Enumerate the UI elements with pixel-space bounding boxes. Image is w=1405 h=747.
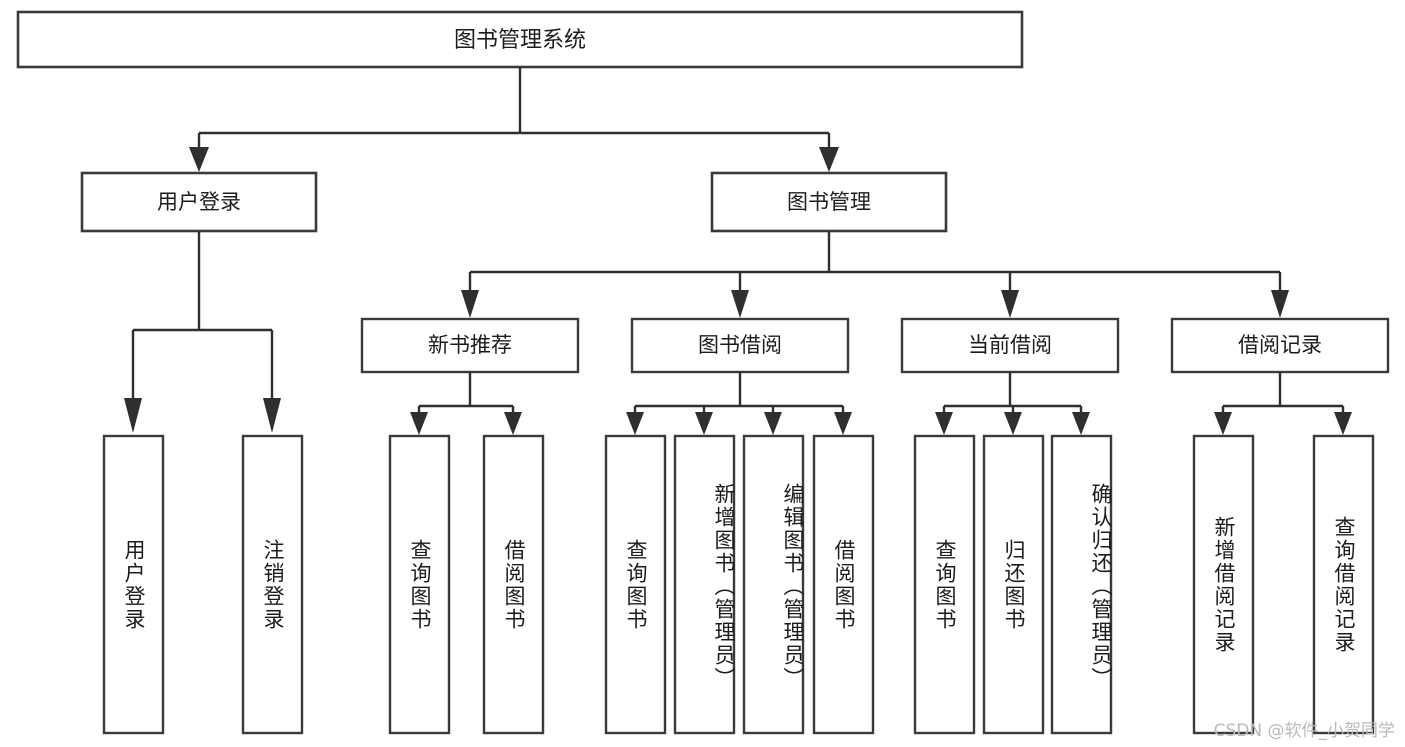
leaf-box-bb-edit-book[interactable] (742, 434, 805, 735)
arrow-nb-leaf-1 (410, 412, 428, 435)
connector-current-borrow-to-leaves (935, 372, 1090, 435)
book-manage-label: 图书管理 (787, 190, 871, 214)
leaf-box-cb-return-book[interactable] (982, 434, 1045, 735)
arrow-nb-leaf-2 (504, 412, 522, 435)
book-manage-box (710, 171, 948, 233)
borrow-records-box (1170, 317, 1390, 374)
arrow-to-new-books (461, 290, 479, 318)
connector-book-manage-to-level3 (461, 231, 1289, 318)
arrow-to-current-borrow (1001, 290, 1019, 318)
current-borrow-box (900, 317, 1120, 374)
root-box (16, 10, 1024, 69)
arrow-bb-leaf-3 (764, 412, 782, 435)
arrow-cb-leaf-3 (1072, 412, 1090, 435)
connector-new-books-to-leaves (410, 372, 522, 435)
connector-user-login-to-leaves (124, 231, 281, 433)
node-user-login[interactable]: 用户登录 (80, 171, 318, 233)
connector-borrow-records-to-leaves (1214, 372, 1352, 435)
arrow-br-leaf-2 (1334, 412, 1352, 435)
new-books-box (360, 317, 580, 374)
arrow-bb-leaf-1 (626, 412, 644, 435)
leaf-box-bb-query-book[interactable] (604, 434, 667, 735)
leaf-box-br-query-record[interactable] (1312, 434, 1375, 735)
arrow-cb-leaf-1 (935, 412, 953, 435)
arrow-to-book-manage (819, 147, 839, 172)
node-current-borrow[interactable]: 当前借阅 (900, 317, 1120, 374)
node-root[interactable]: 图书管理系统 (16, 10, 1024, 69)
leaf-box-nb-borrow-book[interactable] (482, 434, 545, 735)
leaf-box-logout[interactable] (241, 434, 304, 735)
leaf-box-br-add-record[interactable] (1192, 434, 1255, 735)
new-books-label: 新书推荐 (428, 333, 512, 357)
leaf-box-user-login[interactable] (102, 434, 165, 735)
book-borrow-label: 图书借阅 (698, 333, 782, 357)
book-borrow-box (630, 317, 850, 374)
arrow-to-leaf-logout (263, 398, 281, 433)
borrow-records-label: 借阅记录 (1238, 333, 1322, 357)
arrow-br-leaf-1 (1214, 412, 1232, 435)
arrow-bb-leaf-4 (834, 412, 852, 435)
root-label: 图书管理系统 (454, 28, 586, 53)
arrow-cb-leaf-2 (1004, 412, 1022, 435)
arrow-bb-leaf-2 (695, 412, 713, 435)
arrow-to-book-borrow (731, 290, 749, 318)
leaf-box-bb-borrow-book[interactable] (812, 434, 875, 735)
node-book-manage[interactable]: 图书管理 (710, 171, 948, 233)
arrow-to-leaf-user-login (124, 398, 142, 433)
node-book-borrow[interactable]: 图书借阅 (630, 317, 850, 374)
connector-root-to-level2 (189, 67, 839, 172)
current-borrow-label: 当前借阅 (968, 333, 1052, 357)
leaf-box-cb-query-book[interactable] (913, 434, 976, 735)
user-login-label: 用户登录 (157, 190, 241, 214)
leaf-box-nb-query-book[interactable] (388, 434, 451, 735)
arrow-to-user-login (189, 147, 209, 172)
leaf-box-bb-add-book[interactable] (673, 434, 736, 735)
arrow-to-borrow-records (1271, 290, 1289, 318)
connector-book-borrow-to-leaves (626, 372, 852, 435)
node-new-books[interactable]: 新书推荐 (360, 317, 580, 374)
leaf-box-cb-confirm-return[interactable] (1050, 434, 1113, 735)
node-borrow-records[interactable]: 借阅记录 (1170, 317, 1390, 374)
